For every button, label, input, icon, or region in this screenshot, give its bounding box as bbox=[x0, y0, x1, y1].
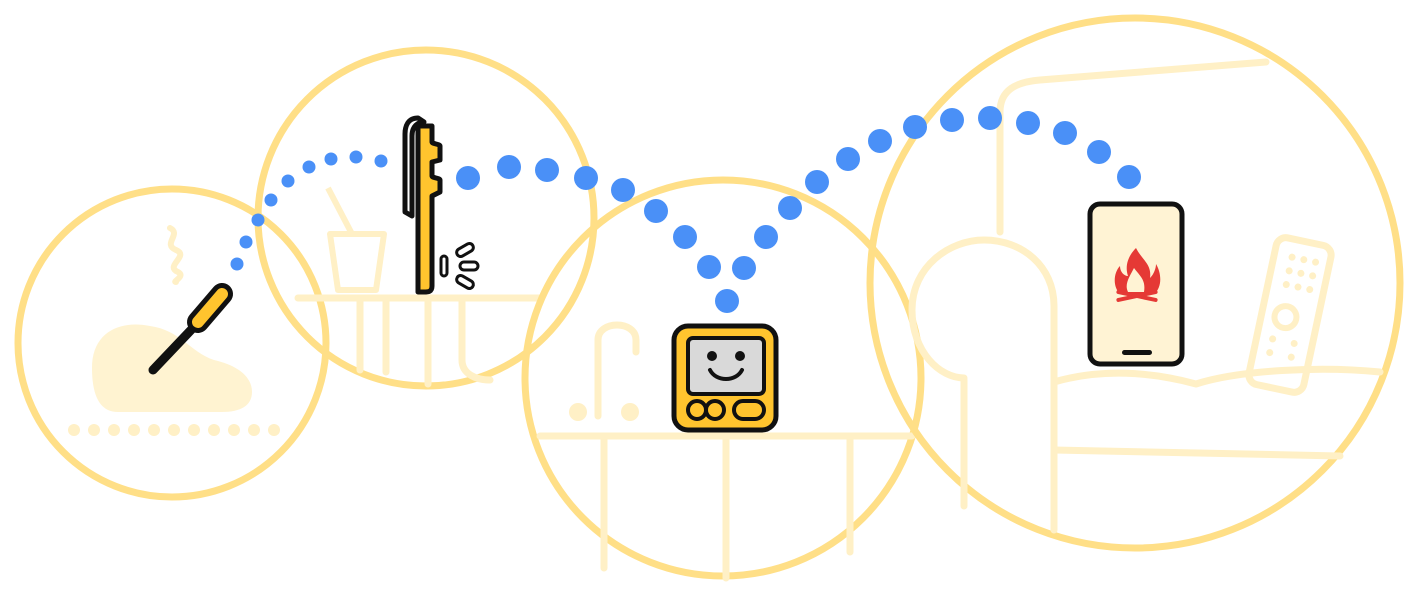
wireless-signal-dots bbox=[230, 106, 1141, 313]
smiley-display-icon bbox=[671, 323, 779, 433]
signal-dot bbox=[1117, 165, 1141, 189]
signal-dot bbox=[302, 160, 316, 174]
signal-dot bbox=[940, 108, 964, 132]
signal-dot bbox=[836, 147, 860, 171]
steam-icon bbox=[167, 225, 184, 285]
signal-dot bbox=[978, 106, 1002, 130]
signal-dot bbox=[903, 115, 927, 139]
remote-control-icon bbox=[1245, 234, 1335, 396]
signal-dot bbox=[778, 196, 802, 220]
signal-dot bbox=[611, 178, 635, 202]
signal-dot bbox=[754, 225, 778, 249]
signal-dot bbox=[239, 235, 253, 249]
signal-dot bbox=[456, 166, 480, 190]
candle-dots bbox=[569, 403, 639, 421]
signal-dot bbox=[264, 193, 278, 207]
table-furniture bbox=[536, 321, 916, 582]
signal-dot bbox=[281, 174, 295, 188]
signal-dot bbox=[697, 255, 721, 279]
sofa-outline bbox=[908, 58, 1384, 534]
signal-dot bbox=[805, 170, 829, 194]
signal-dot bbox=[1053, 121, 1077, 145]
scene-circle bbox=[14, 185, 330, 501]
signal-dot bbox=[1016, 111, 1040, 135]
smartphone-flame-icon bbox=[1087, 201, 1185, 367]
scene-phone-in-living-room bbox=[866, 14, 1404, 552]
signal-dot bbox=[374, 154, 388, 168]
signal-dot bbox=[324, 152, 338, 166]
kitchen-counter bbox=[294, 294, 544, 388]
signal-dot bbox=[574, 166, 598, 190]
scene-probe-in-food bbox=[14, 185, 330, 501]
signal-dot bbox=[535, 158, 559, 182]
signal-dot bbox=[673, 225, 697, 249]
signal-dot bbox=[230, 257, 244, 271]
food-silhouette bbox=[92, 324, 252, 412]
signal-dot bbox=[349, 150, 363, 164]
signal-dot bbox=[497, 155, 521, 179]
signal-dot bbox=[868, 129, 892, 153]
signal-dot bbox=[715, 289, 739, 313]
scene-repeater-on-kitchen-counter bbox=[254, 46, 598, 390]
scene-display-on-table bbox=[521, 176, 925, 582]
counter-dots bbox=[68, 424, 280, 436]
signal-dot bbox=[1087, 140, 1111, 164]
meat-probe-icon bbox=[148, 283, 233, 375]
signal-dot bbox=[644, 199, 668, 223]
glass-icon bbox=[325, 186, 387, 293]
signal-dot bbox=[732, 256, 756, 280]
scene-circle bbox=[866, 14, 1404, 552]
repeater-clip-icon bbox=[402, 115, 480, 295]
signal-dot bbox=[251, 213, 265, 227]
flame-icon bbox=[1114, 248, 1161, 302]
